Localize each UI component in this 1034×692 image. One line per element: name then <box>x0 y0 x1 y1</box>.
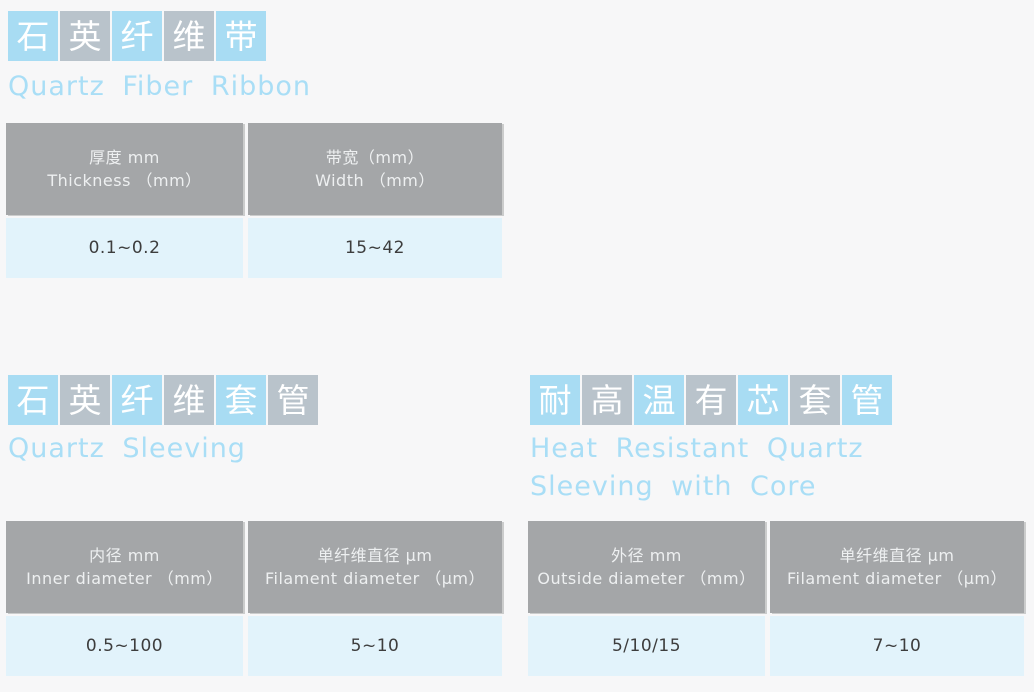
column-header-inner-diameter: 内径 mm Inner diameter （mm） <box>6 521 243 613</box>
column-header-filament-diameter: 单纤维直径 μm Filament diameter （μm） <box>248 521 502 613</box>
title-char-box: 有 <box>686 375 736 425</box>
column-header-thickness: 厚度 mm Thickness （mm） <box>6 123 243 215</box>
section3-title-en: Heat Resistant Quartz Sleeving with Core <box>530 433 864 502</box>
title-char-box: 管 <box>268 375 318 425</box>
value-cell-inner-diameter: 0.5~100 <box>6 616 243 676</box>
section3-spec-table: 外径 mm Outside diameter （mm） 单纤维直径 μm Fil… <box>528 521 1024 676</box>
title-char-box: 纤 <box>112 11 162 61</box>
column-header-en: Filament diameter （μm） <box>264 569 486 588</box>
column-header-filament-diameter: 单纤维直径 μm Filament diameter （μm） <box>770 521 1024 613</box>
column-header-en: Thickness （mm） <box>47 171 202 190</box>
section2-title-en: Quartz Sleeving <box>8 433 246 464</box>
value-cell-filament-diameter: 7~10 <box>770 616 1024 676</box>
title-char-box: 英 <box>60 11 110 61</box>
title-char-box: 石 <box>8 375 58 425</box>
title-char-box: 纤 <box>112 375 162 425</box>
title-char-box: 带 <box>216 11 266 61</box>
title-char-box: 英 <box>60 375 110 425</box>
column-header-cn: 内径 mm <box>89 546 160 565</box>
column-header-en: Inner diameter （mm） <box>26 569 223 588</box>
section2-title-cn: 石 英 纤 维 套 管 <box>8 375 318 425</box>
value-cell-thickness: 0.1~0.2 <box>6 218 243 278</box>
section3-title-cn: 耐 高 温 有 芯 套 管 <box>530 375 892 425</box>
title-char-box: 维 <box>164 375 214 425</box>
column-header-en: Width （mm） <box>315 171 435 190</box>
title-char-box: 温 <box>634 375 684 425</box>
column-header-cn: 带宽（mm） <box>325 148 425 167</box>
title-char-box: 套 <box>790 375 840 425</box>
column-header-cn: 外径 mm <box>611 546 682 565</box>
column-header-en: Filament diameter （μm） <box>786 569 1008 588</box>
column-header-cn: 单纤维直径 μm <box>839 546 955 565</box>
column-header-width: 带宽（mm） Width （mm） <box>248 123 502 215</box>
column-header-outside-diameter: 外径 mm Outside diameter （mm） <box>528 521 765 613</box>
section1-title-cn: 石 英 纤 维 带 <box>8 11 266 61</box>
column-header-en: Outside diameter （mm） <box>537 569 756 588</box>
title-char-box: 高 <box>582 375 632 425</box>
value-cell-width: 15~42 <box>248 218 502 278</box>
value-cell-outside-diameter: 5/10/15 <box>528 616 765 676</box>
value-cell-filament-diameter: 5~10 <box>248 616 502 676</box>
section1-spec-table: 厚度 mm Thickness （mm） 带宽（mm） Width （mm） 0… <box>6 123 502 278</box>
title-char-box: 芯 <box>738 375 788 425</box>
title-char-box: 石 <box>8 11 58 61</box>
title-char-box: 维 <box>164 11 214 61</box>
title-char-box: 耐 <box>530 375 580 425</box>
section2-spec-table: 内径 mm Inner diameter （mm） 单纤维直径 μm Filam… <box>6 521 502 676</box>
title-char-box: 套 <box>216 375 266 425</box>
section1-title-en: Quartz Fiber Ribbon <box>8 71 312 102</box>
column-header-cn: 单纤维直径 μm <box>317 546 433 565</box>
title-char-box: 管 <box>842 375 892 425</box>
column-header-cn: 厚度 mm <box>89 148 160 167</box>
